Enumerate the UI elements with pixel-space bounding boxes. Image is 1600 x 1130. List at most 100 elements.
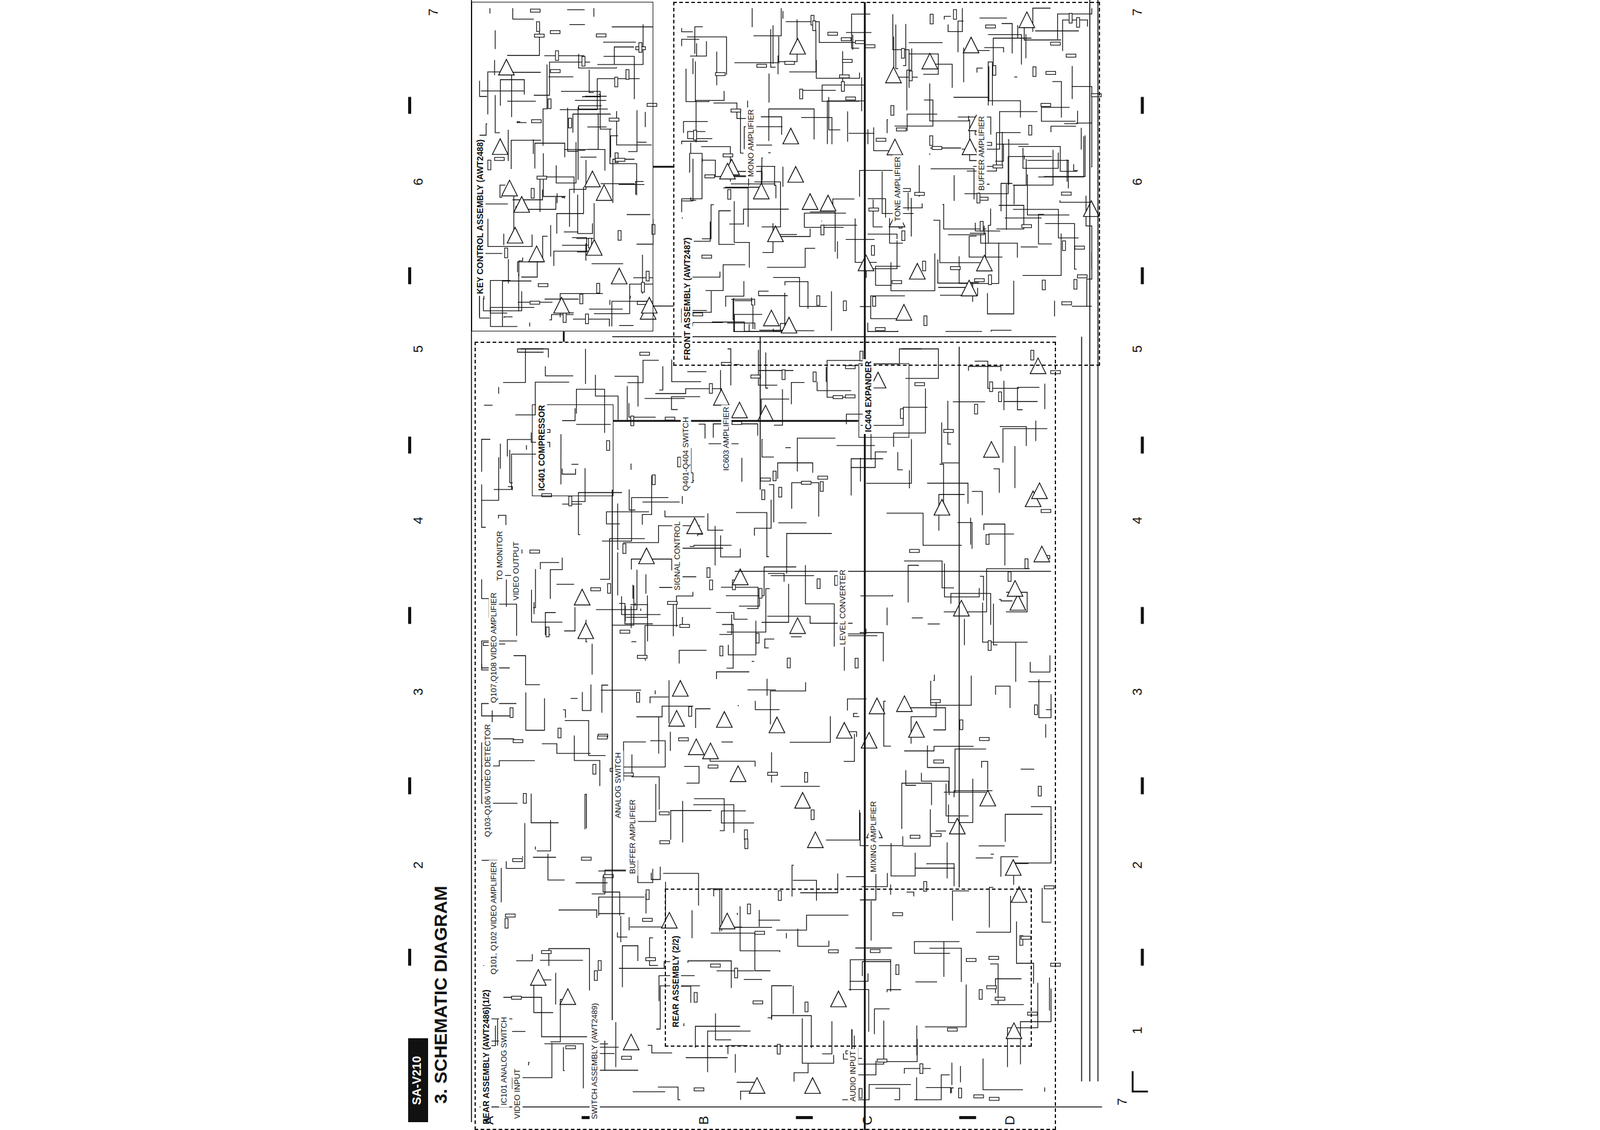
wire bbox=[507, 129, 509, 162]
resistor-symbol bbox=[568, 118, 572, 128]
resistor-symbol bbox=[1008, 571, 1012, 582]
resistor-symbol bbox=[1062, 301, 1072, 305]
wire bbox=[911, 198, 912, 237]
wire bbox=[772, 277, 827, 307]
bus-line bbox=[612, 336, 1056, 338]
wire bbox=[897, 452, 903, 470]
assembly-box: FRONT ASSEMBLY (AWT2487) bbox=[673, 1, 1100, 366]
wire bbox=[479, 80, 487, 97]
resistor-symbol bbox=[890, 105, 894, 116]
opamp-symbol bbox=[530, 969, 547, 986]
wire bbox=[975, 222, 1000, 232]
wire bbox=[713, 103, 750, 119]
wire bbox=[1071, 306, 1092, 307]
wire bbox=[525, 445, 527, 451]
resistor-symbol bbox=[646, 889, 650, 900]
wire bbox=[612, 585, 634, 626]
resistor-symbol bbox=[731, 421, 742, 425]
wire bbox=[522, 856, 523, 858]
wire bbox=[716, 51, 717, 86]
wire bbox=[655, 690, 656, 695]
opamp-symbol bbox=[623, 1034, 639, 1050]
opamp-symbol bbox=[921, 53, 938, 69]
wire bbox=[676, 591, 693, 627]
wire bbox=[544, 55, 585, 57]
resistor-symbol bbox=[804, 1002, 808, 1012]
resistor-symbol bbox=[828, 949, 839, 953]
resistor-symbol bbox=[511, 996, 522, 1000]
wire bbox=[562, 408, 575, 421]
wire bbox=[827, 100, 865, 144]
resistor-symbol bbox=[974, 278, 985, 282]
wire bbox=[600, 183, 635, 185]
wire bbox=[1022, 147, 1058, 169]
wire bbox=[734, 300, 753, 302]
wire bbox=[612, 159, 635, 203]
grid-reference: 6 bbox=[409, 176, 427, 188]
resistor-symbol bbox=[818, 476, 828, 480]
resistor-symbol bbox=[638, 42, 642, 53]
wire bbox=[687, 961, 732, 989]
resistor-symbol bbox=[534, 34, 544, 38]
wire bbox=[786, 533, 832, 575]
wire bbox=[587, 126, 607, 128]
wire bbox=[886, 607, 888, 625]
opamp-symbol bbox=[731, 402, 748, 418]
opamp-symbol bbox=[787, 166, 804, 183]
wire bbox=[632, 1091, 666, 1093]
resistor-symbol bbox=[505, 914, 516, 918]
wire bbox=[828, 97, 841, 130]
wire bbox=[822, 1021, 832, 1055]
wire bbox=[1005, 184, 1007, 230]
wire bbox=[688, 152, 691, 173]
resistor-symbol bbox=[646, 271, 650, 281]
wire bbox=[821, 220, 822, 222]
wire bbox=[585, 96, 607, 97]
wire bbox=[518, 257, 523, 276]
opamp-symbol bbox=[781, 317, 797, 334]
wire bbox=[585, 794, 587, 830]
wire bbox=[1045, 223, 1077, 270]
wire bbox=[618, 325, 634, 327]
wire bbox=[1045, 724, 1046, 738]
wire bbox=[1045, 708, 1051, 711]
wire bbox=[1030, 806, 1051, 829]
wire bbox=[845, 876, 864, 878]
wire bbox=[761, 439, 775, 458]
resistor-symbol bbox=[565, 1045, 576, 1049]
wire bbox=[751, 297, 753, 330]
wire bbox=[867, 198, 886, 218]
bus-line bbox=[1081, 336, 1083, 1082]
wire bbox=[740, 906, 781, 953]
wire bbox=[694, 798, 725, 831]
wire bbox=[649, 938, 659, 967]
opamp-symbol bbox=[719, 163, 736, 179]
diagram-title: 3. SCHEMATIC DIAGRAM bbox=[429, 883, 453, 1106]
wire bbox=[943, 792, 986, 793]
opamp-symbol bbox=[716, 711, 733, 728]
wire bbox=[556, 583, 575, 585]
resistor-symbol bbox=[988, 956, 999, 960]
wire bbox=[976, 896, 1011, 933]
wire bbox=[771, 29, 776, 68]
opamp-symbol bbox=[1005, 859, 1021, 876]
wire bbox=[1060, 200, 1093, 203]
wire bbox=[677, 608, 711, 609]
wire bbox=[739, 592, 760, 607]
grid-reference: 5 bbox=[1129, 343, 1146, 355]
wire bbox=[566, 9, 585, 10]
wire bbox=[614, 47, 634, 65]
opamp-symbol bbox=[789, 38, 806, 55]
wire bbox=[915, 868, 956, 869]
wire bbox=[504, 316, 513, 319]
wire bbox=[570, 697, 578, 699]
wire bbox=[1042, 888, 1052, 923]
resistor-symbol bbox=[813, 371, 817, 382]
wire bbox=[563, 607, 575, 631]
wire bbox=[481, 439, 491, 473]
wire bbox=[548, 854, 565, 881]
wire bbox=[782, 166, 784, 187]
resistor-symbol bbox=[1028, 125, 1032, 136]
wire bbox=[874, 1008, 890, 1035]
wire bbox=[929, 153, 931, 155]
